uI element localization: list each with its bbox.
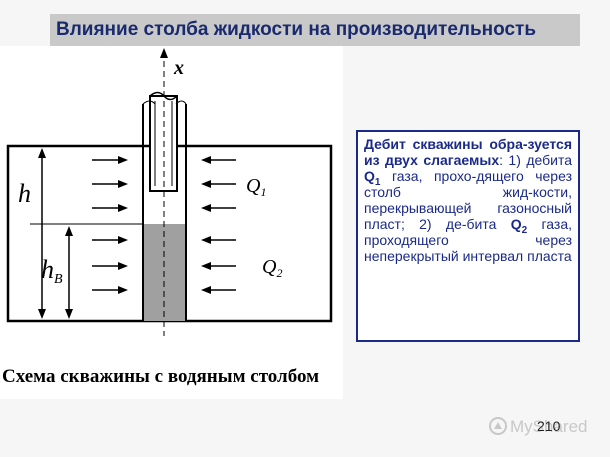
axis-x-label: x xyxy=(173,57,184,79)
h-label: h xyxy=(18,179,31,208)
watermark-logo-icon xyxy=(489,417,507,435)
inflow-arrows-left xyxy=(92,156,128,294)
well-diagram: x h hB Q1 Q2 Схем xyxy=(0,46,343,399)
info-text-1: : 1) дебита xyxy=(499,152,572,168)
inflow-arrows-right xyxy=(201,156,236,294)
title-bar: Влияние столба жидкости на производитель… xyxy=(50,14,580,46)
q1-subscript: 1 xyxy=(374,176,381,188)
q1-label: Q1 xyxy=(246,175,266,199)
hb-label: hB xyxy=(41,255,63,287)
info-text-3: газа, проходящего через неперекрытый инт… xyxy=(364,216,573,264)
q2-label: Q2 xyxy=(262,256,282,280)
well-schematic: x h hB Q1 Q2 xyxy=(6,48,333,336)
info-box: Дебит скважины обра-зуется из двух слага… xyxy=(356,130,580,342)
info-text-2: газа, прохо-дящего через столб жид-кости… xyxy=(364,168,572,232)
watermark: MyShared xyxy=(488,416,587,437)
q1-symbol: Q xyxy=(364,168,375,184)
page-number: 210 xyxy=(537,418,561,434)
axis-arrowhead xyxy=(160,48,168,58)
watermark-text: MyShared xyxy=(510,417,588,436)
page-title: Влияние столба жидкости на производитель… xyxy=(56,19,537,40)
q2-symbol: Q xyxy=(510,216,522,232)
diagram-caption: Схема скважины с водяным столбом xyxy=(2,366,320,387)
info-lead: Дебит скважины обра-зуется из двух слага… xyxy=(364,136,572,168)
q2-subscript: 2 xyxy=(521,224,528,236)
